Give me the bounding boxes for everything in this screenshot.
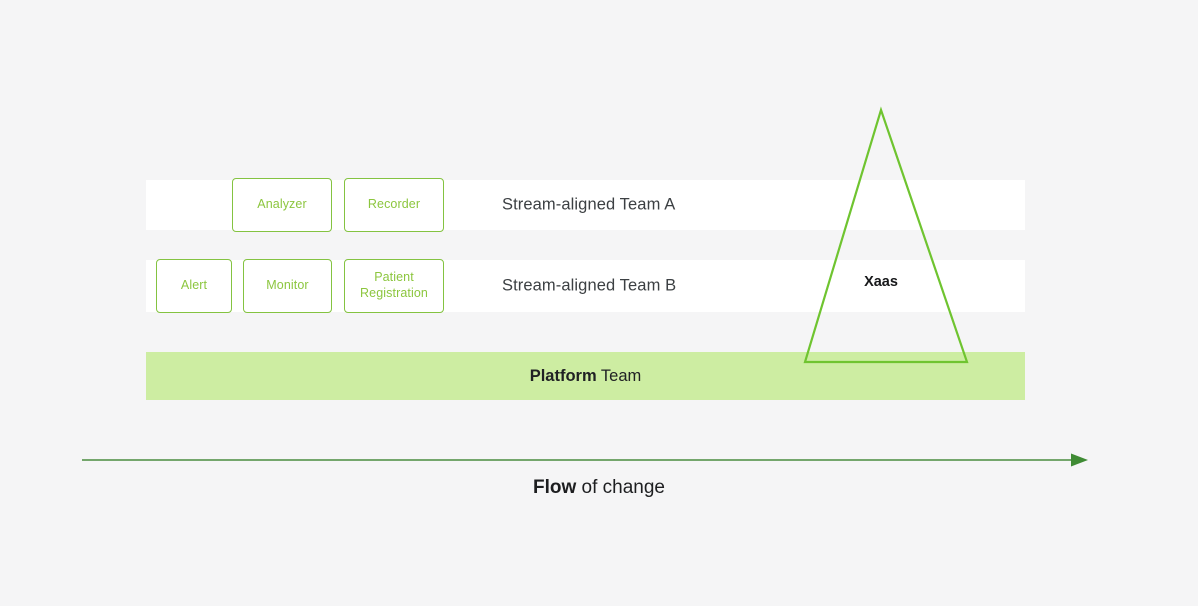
capability-box-patient-registration-line2: Registration: [360, 286, 428, 300]
capability-box-alert-label: Alert: [180, 278, 208, 293]
capability-box-recorder-label: Recorder: [367, 197, 421, 212]
capability-box-analyzer-label: Analyzer: [257, 197, 307, 212]
platform-team-label-bold: Platform: [529, 366, 597, 385]
flow-of-change-caption-bold: Flow: [532, 477, 577, 498]
stream-aligned-team-b-label: Stream-aligned Team B: [502, 276, 677, 295]
platform-team-label-rest: Team: [596, 366, 642, 385]
flow-of-change-caption-rest: of change: [576, 477, 666, 498]
capability-box-alert[interactable]: Alert: [156, 259, 232, 313]
flow-of-change-arrow: [82, 453, 1088, 467]
capability-box-monitor-label: Monitor: [266, 278, 309, 293]
capability-box-patient-registration[interactable]: Patient Registration: [344, 259, 444, 313]
capability-box-patient-registration-line1: Patient: [374, 270, 414, 285]
flow-of-change-caption: Flow of change: [0, 477, 1198, 499]
capability-box-analyzer[interactable]: Analyzer: [232, 178, 332, 232]
arrow-right-icon: [1071, 453, 1088, 467]
capability-box-monitor[interactable]: Monitor: [243, 259, 332, 313]
stream-aligned-team-a-label: Stream-aligned Team A: [502, 195, 676, 214]
capability-box-patient-registration-label: Patient Registration: [360, 270, 428, 301]
platform-team-label: Platform Team: [530, 367, 642, 386]
xaas-triangle-shape: [803, 106, 969, 364]
xaas-triangle-outline: [803, 106, 969, 364]
capability-box-recorder[interactable]: Recorder: [344, 178, 444, 232]
platform-team-bar: Platform Team: [146, 352, 1025, 400]
xaas-label: Xaas: [864, 274, 898, 290]
